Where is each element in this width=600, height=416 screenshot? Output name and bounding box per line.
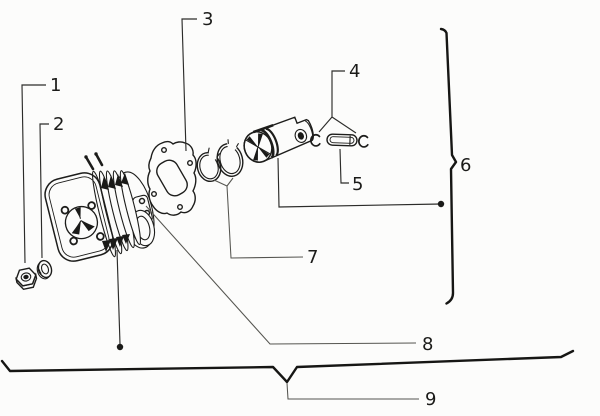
callout-6-label: 6 — [460, 155, 471, 176]
washer-illustration — [36, 259, 53, 280]
callout-9-leader — [286, 382, 419, 400]
circlip-right-illustration — [358, 134, 369, 148]
piston-group-leader — [277, 157, 445, 208]
callout-2-leader — [39, 123, 49, 259]
callout-4-label: 4 — [349, 61, 360, 82]
callout-7-leader — [213, 177, 304, 259]
circlip-left-illustration — [310, 133, 321, 147]
cylinder-group-leader — [116, 249, 124, 351]
callout-8-leader — [145, 205, 417, 345]
callout-5-leader — [339, 148, 349, 184]
group-brace-right — [439, 27, 458, 305]
callout-1-leader — [21, 84, 46, 264]
callout-5-label: 5 — [352, 174, 363, 195]
piston-illustration — [243, 116, 314, 163]
callout-4-leader — [318, 70, 357, 134]
callout-2-label: 2 — [53, 114, 64, 135]
piston-rings-illustration — [196, 139, 244, 183]
wrist-pin-illustration — [326, 133, 358, 147]
callout-3-leader — [181, 18, 197, 152]
group-brace-bottom — [0, 349, 575, 384]
callout-7-label: 7 — [307, 247, 318, 268]
callout-3-label: 3 — [202, 9, 213, 30]
callout-1-label: 1 — [50, 75, 61, 96]
gasket-illustration — [147, 140, 197, 216]
callout-9-label: 9 — [425, 389, 436, 410]
cylinder-illustration — [44, 152, 156, 262]
callout-8-label: 8 — [422, 334, 433, 355]
nut-illustration — [15, 267, 38, 291]
